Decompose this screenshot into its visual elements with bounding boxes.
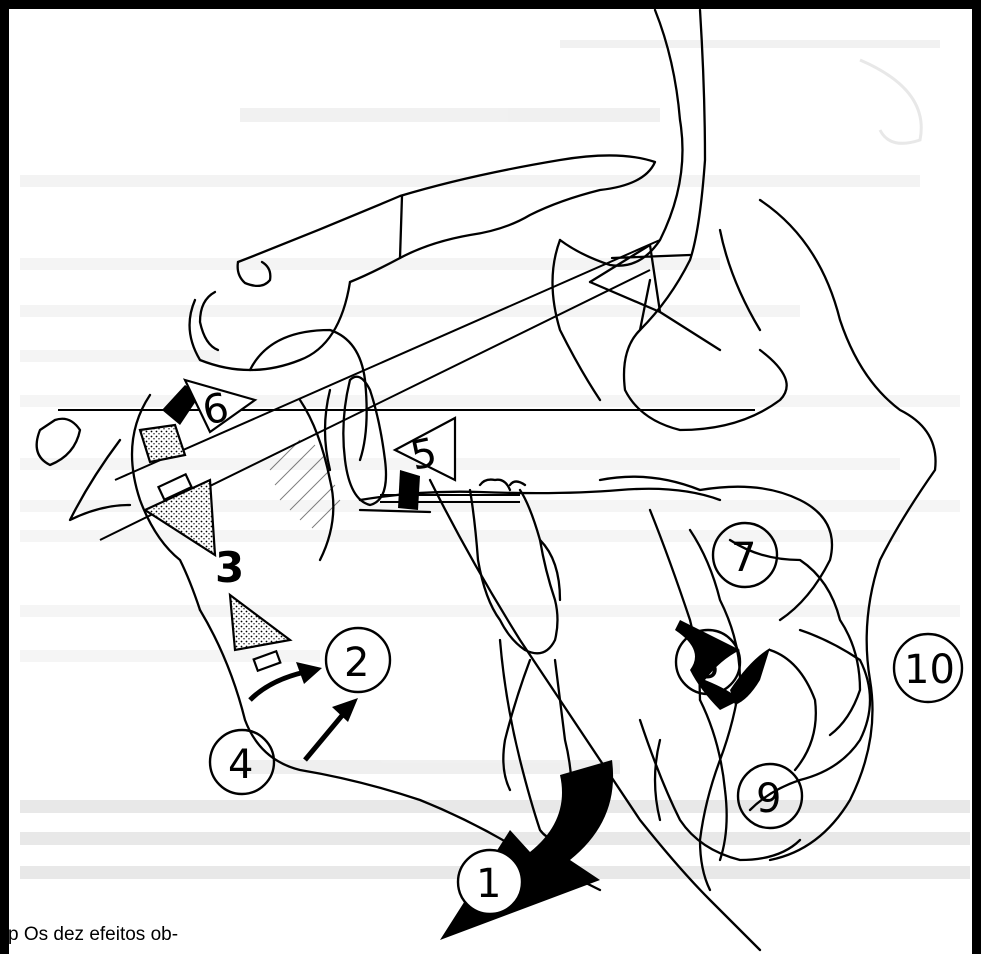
label-10: 10: [904, 647, 955, 693]
triangle-2-dotted: [230, 595, 290, 650]
label-3: 3: [215, 543, 244, 592]
triangle-markers: [140, 380, 455, 671]
patch-dotted-nasal: [140, 425, 185, 462]
label-2: 2: [344, 640, 369, 686]
label-9: 9: [756, 776, 781, 822]
arrow-4-to-2-lower: [305, 712, 345, 760]
label-8: 8: [694, 642, 719, 688]
label-1: 1: [476, 861, 501, 907]
label-7: 7: [731, 535, 756, 581]
number-labels: [210, 523, 962, 914]
hatched-region: [270, 440, 340, 528]
arrow-4-to-2-upper: [250, 672, 305, 700]
figure-caption: p Os dez efeitos ob-: [8, 924, 178, 946]
label-4: 4: [228, 742, 253, 788]
